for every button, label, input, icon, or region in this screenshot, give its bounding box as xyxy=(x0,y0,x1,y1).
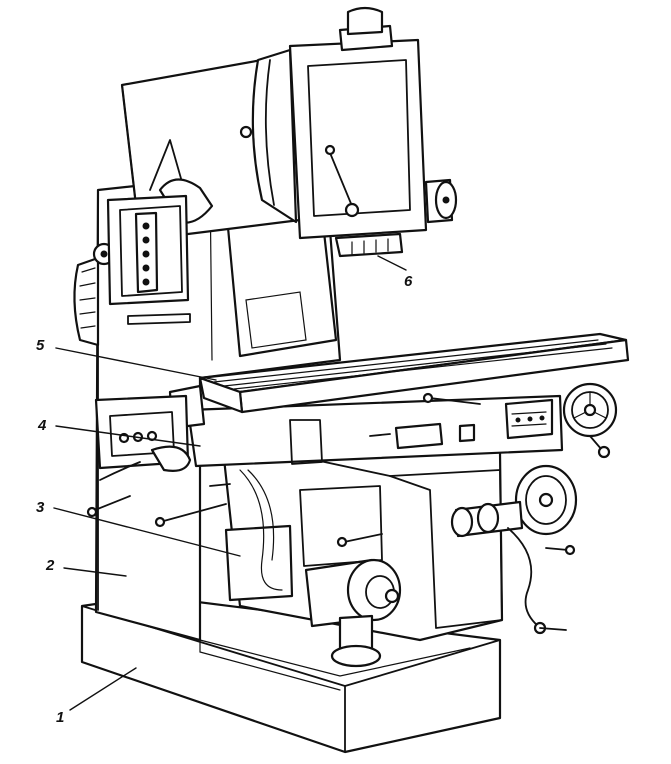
callout-5: 5 xyxy=(36,337,45,354)
saddle xyxy=(186,394,564,468)
leader-2 xyxy=(63,567,127,577)
callout-6: 6 xyxy=(404,273,413,290)
knee-control-box xyxy=(86,394,192,518)
leader-3 xyxy=(53,507,241,557)
callout-3: 3 xyxy=(36,499,45,516)
knee-handwheel xyxy=(450,464,578,635)
table-handwheel xyxy=(562,382,618,459)
leader-5 xyxy=(55,347,217,381)
leader-1 xyxy=(69,667,137,711)
control-levers xyxy=(154,392,481,548)
callout-4: 4 xyxy=(37,417,47,434)
leader-6 xyxy=(377,255,407,271)
spindle-head xyxy=(251,6,458,258)
callout-2: 2 xyxy=(45,557,55,574)
leader-lines xyxy=(53,255,407,711)
feed-motor xyxy=(304,558,402,668)
leader-4 xyxy=(55,425,201,447)
callout-1: 1 xyxy=(56,709,64,726)
column-control-panel xyxy=(106,194,191,325)
knee xyxy=(220,438,504,642)
